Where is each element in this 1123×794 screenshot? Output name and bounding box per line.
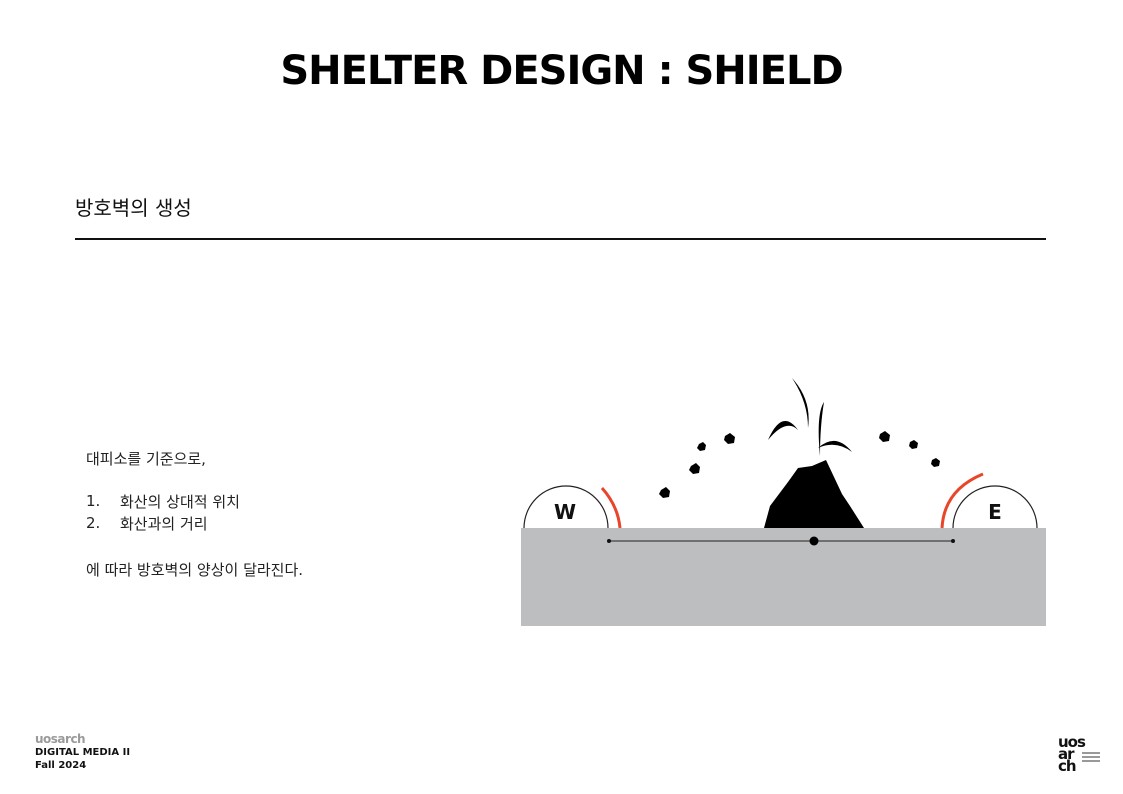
footer-course-info: uosarch DIGITAL MEDIA II Fall 2024 (35, 732, 130, 772)
west-shield-arc (600, 487, 622, 529)
eruption-plume-icon (768, 421, 798, 440)
list-item-number: 2. (86, 514, 101, 532)
west-distance-marker (607, 539, 611, 543)
east-shield-arc (940, 472, 984, 529)
list-item-number: 1. (86, 492, 101, 510)
brand-logo-line: uos (1058, 733, 1086, 751)
page-title: SHELTER DESIGN : SHIELD (280, 48, 843, 94)
section-divider (75, 238, 1046, 240)
rock-icon (909, 440, 918, 449)
rock-icon (659, 487, 670, 498)
course-name: DIGITAL MEDIA II (35, 747, 131, 758)
course-term: Fall 2024 (35, 760, 87, 771)
outro-text: 에 따라 방호벽의 양상이 달라진다. (86, 561, 304, 579)
brand-logo-line: ch (1058, 757, 1077, 775)
eruption-plume-icon (792, 378, 809, 428)
volcano-icon (764, 460, 864, 528)
criteria-list: 1. 화산의 상대적 위치 2. 화산과의 거리 (86, 490, 240, 534)
rock-icon (697, 442, 706, 451)
ground-block (521, 528, 1046, 626)
footer-logo: uosarch (35, 732, 86, 746)
eruption-plume-icon (818, 440, 852, 452)
east-distance-marker (951, 539, 955, 543)
eruption-plume-icon (818, 402, 824, 456)
brand-logo-mark (1082, 752, 1100, 764)
brand-logo-line: ar (1058, 745, 1075, 763)
rock-icon (724, 433, 735, 444)
rock-icon (879, 431, 890, 442)
west-shelter-dome (523, 485, 609, 529)
section-heading: 방호벽의 생성 (75, 196, 192, 220)
list-item-text: 화산과의 거리 (120, 514, 208, 533)
rock-icon (689, 463, 700, 474)
shield-diagram: W E (521, 378, 1046, 626)
list-item: 2. 화산과의 거리 (86, 512, 240, 534)
east-label: E (988, 500, 1002, 524)
rock-icon (931, 458, 940, 467)
list-item-text: 화산의 상대적 위치 (120, 492, 240, 511)
west-label: W (554, 500, 576, 524)
volcano-distance-marker (809, 536, 819, 546)
brand-logo: uos ar ch (1058, 733, 1106, 775)
intro-text: 대피소를 기준으로, (86, 450, 206, 468)
list-item: 1. 화산의 상대적 위치 (86, 490, 240, 512)
east-shelter-dome (952, 485, 1038, 529)
